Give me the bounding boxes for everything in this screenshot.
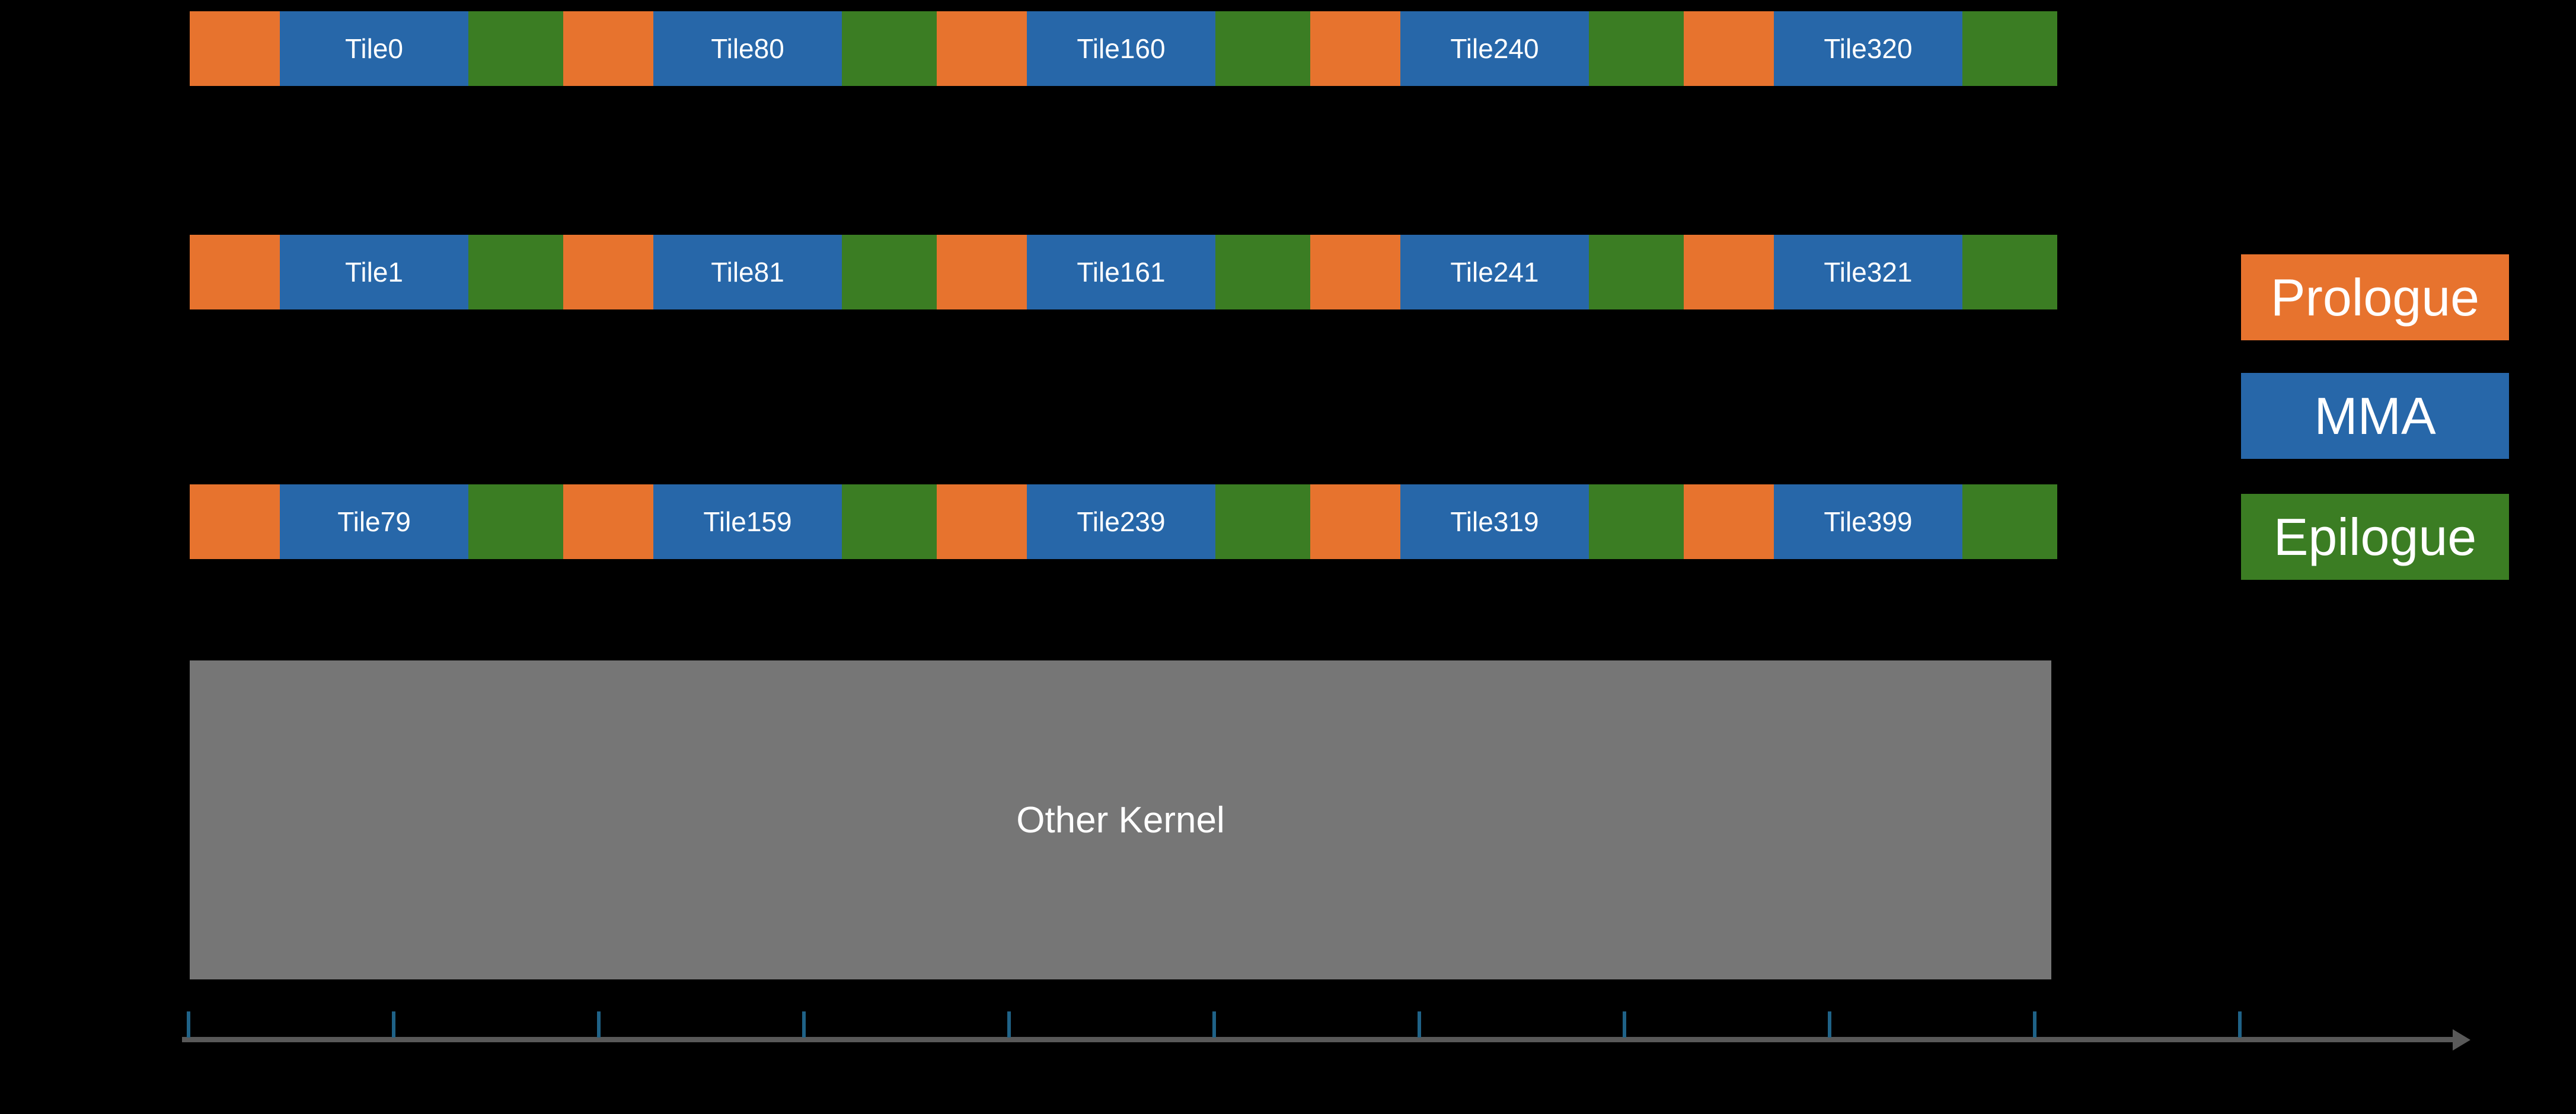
tile-label: Tile79: [337, 506, 411, 537]
mma-segment: Tile320: [1774, 11, 1962, 86]
prologue-segment: [937, 484, 1027, 559]
epilogue-segment: [1962, 484, 2057, 559]
tile-row-1: Tile0 Tile80 Tile160 Tile240 Tile320: [190, 11, 2057, 86]
legend-item-mma: MMA: [2241, 373, 2509, 459]
prologue-segment: [563, 484, 653, 559]
mma-segment: Tile0: [280, 11, 468, 86]
axis-tick: [2033, 1011, 2036, 1038]
epilogue-segment: [1589, 11, 1684, 86]
mma-segment: Tile79: [280, 484, 468, 559]
mma-segment: Tile240: [1400, 11, 1589, 86]
mma-segment: Tile319: [1400, 484, 1589, 559]
prologue-segment: [1684, 484, 1774, 559]
axis-tick: [1007, 1011, 1011, 1038]
prologue-segment: [190, 11, 280, 86]
axis-tick: [1828, 1011, 1831, 1038]
prologue-segment: [563, 235, 653, 309]
axis-tick: [802, 1011, 806, 1038]
tile-label: Tile160: [1077, 33, 1166, 64]
tile-label: Tile161: [1077, 257, 1166, 288]
epilogue-segment: [1589, 484, 1684, 559]
prologue-segment: [937, 11, 1027, 86]
axis-tick: [187, 1011, 190, 1038]
tile-label: Tile319: [1450, 506, 1539, 537]
epilogue-segment: [1962, 11, 2057, 86]
mma-segment: Tile159: [653, 484, 842, 559]
tile-label: Tile239: [1077, 506, 1166, 537]
prologue-segment: [190, 235, 280, 309]
mma-segment: Tile160: [1027, 11, 1215, 86]
tile-label: Tile80: [711, 33, 784, 64]
prologue-segment: [1684, 235, 1774, 309]
prologue-segment: [1684, 11, 1774, 86]
epilogue-segment: [842, 484, 937, 559]
other-kernel-label: Other Kernel: [1016, 799, 1225, 841]
mma-segment: Tile80: [653, 11, 842, 86]
epilogue-segment: [1589, 235, 1684, 309]
mma-segment: Tile239: [1027, 484, 1215, 559]
mma-segment: Tile321: [1774, 235, 1962, 309]
legend-item-prologue: Prologue: [2241, 254, 2509, 340]
axis-tick: [597, 1011, 601, 1038]
mma-segment: Tile1: [280, 235, 468, 309]
prologue-segment: [1310, 235, 1400, 309]
axis-tick: [1212, 1011, 1216, 1038]
prologue-segment: [1310, 484, 1400, 559]
tile-label: Tile159: [703, 506, 792, 537]
prologue-segment: [190, 484, 280, 559]
tile-label: Tile0: [345, 33, 403, 64]
legend-label-mma: MMA: [2314, 386, 2436, 445]
epilogue-segment: [468, 235, 563, 309]
tile-label: Tile81: [711, 257, 784, 288]
other-kernel-block: Other Kernel: [190, 660, 2051, 979]
time-axis-line: [182, 1037, 2454, 1042]
epilogue-segment: [842, 11, 937, 86]
tile-label: Tile240: [1450, 33, 1539, 64]
epilogue-segment: [1962, 235, 2057, 309]
tile-label: Tile320: [1824, 33, 1913, 64]
epilogue-segment: [468, 484, 563, 559]
axis-tick: [2238, 1011, 2242, 1038]
tile-label: Tile399: [1824, 506, 1913, 537]
time-axis-arrowhead-icon: [2453, 1029, 2470, 1051]
mma-segment: Tile399: [1774, 484, 1962, 559]
tile-label: Tile1: [345, 257, 403, 288]
mma-segment: Tile241: [1400, 235, 1589, 309]
prologue-segment: [563, 11, 653, 86]
prologue-segment: [937, 235, 1027, 309]
epilogue-segment: [842, 235, 937, 309]
legend-item-epilogue: Epilogue: [2241, 494, 2509, 580]
axis-tick: [1623, 1011, 1626, 1038]
tile-row-2: Tile1 Tile81 Tile161 Tile241 Tile321: [190, 235, 2057, 309]
mma-segment: Tile81: [653, 235, 842, 309]
tile-label: Tile241: [1450, 257, 1539, 288]
legend-label-prologue: Prologue: [2270, 267, 2480, 327]
epilogue-segment: [1215, 235, 1310, 309]
epilogue-segment: [1215, 484, 1310, 559]
legend-label-epilogue: Epilogue: [2273, 507, 2477, 566]
epilogue-segment: [1215, 11, 1310, 86]
epilogue-segment: [468, 11, 563, 86]
prologue-segment: [1310, 11, 1400, 86]
tile-row-3: Tile79 Tile159 Tile239 Tile319 Tile399: [190, 484, 2057, 559]
tile-label: Tile321: [1824, 257, 1913, 288]
axis-tick: [392, 1011, 395, 1038]
axis-tick: [1418, 1011, 1421, 1038]
mma-segment: Tile161: [1027, 235, 1215, 309]
